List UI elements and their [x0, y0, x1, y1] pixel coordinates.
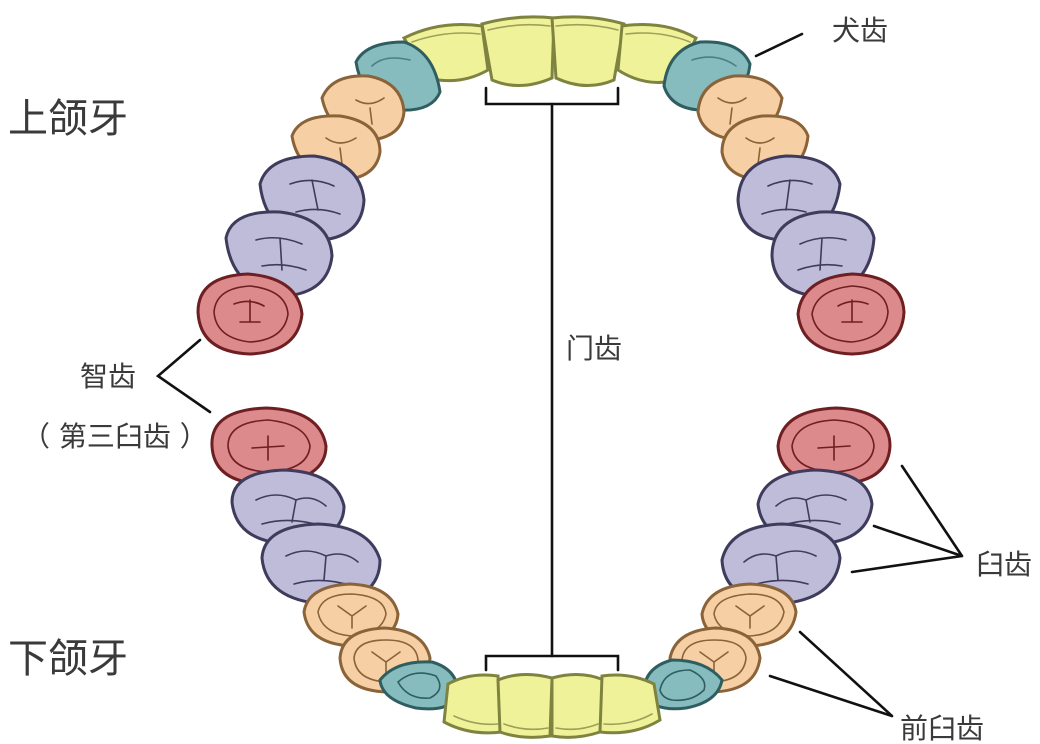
canine-leader-line	[754, 32, 804, 58]
molar-label: 臼齿	[976, 548, 1032, 581]
upper-jaw-label: 上颌牙	[8, 96, 128, 142]
incisor-label: 门齿	[566, 332, 622, 365]
wisdom-leader-lines	[155, 338, 212, 414]
premolar-leader-lines	[768, 630, 894, 718]
lower-incisor-right-central	[550, 673, 606, 739]
lower-incisor-left-central	[496, 673, 554, 739]
lower-jaw-label: 下颌牙	[8, 636, 128, 682]
upper-wisdom-tooth-left	[196, 272, 304, 356]
upper-jaw	[196, 15, 906, 356]
wisdom-tooth-sublabel: （ 第三臼齿 ）	[22, 420, 208, 453]
upper-incisor-right-central	[550, 15, 626, 87]
incisor-bracket-lower	[484, 654, 620, 672]
lower-jaw	[210, 406, 892, 739]
lower-incisor-right-lateral	[598, 673, 662, 735]
wisdom-tooth-label: 智齿	[80, 360, 136, 393]
incisor-bracket-upper	[484, 86, 620, 106]
canine-label: 犬齿	[832, 14, 888, 47]
lower-incisor-left-lateral	[442, 673, 504, 735]
molar-leader-lines	[850, 464, 964, 574]
upper-wisdom-tooth-right	[796, 272, 906, 356]
premolar-label: 前臼齿	[900, 712, 984, 744]
leader-lines	[155, 32, 964, 718]
upper-incisor-left-central	[480, 15, 556, 87]
labels: 上颌牙 下颌牙 犬齿 门齿 智齿 （ 第三臼齿 ） 臼齿 前臼齿	[8, 14, 1032, 744]
lower-canine-right	[642, 658, 724, 711]
